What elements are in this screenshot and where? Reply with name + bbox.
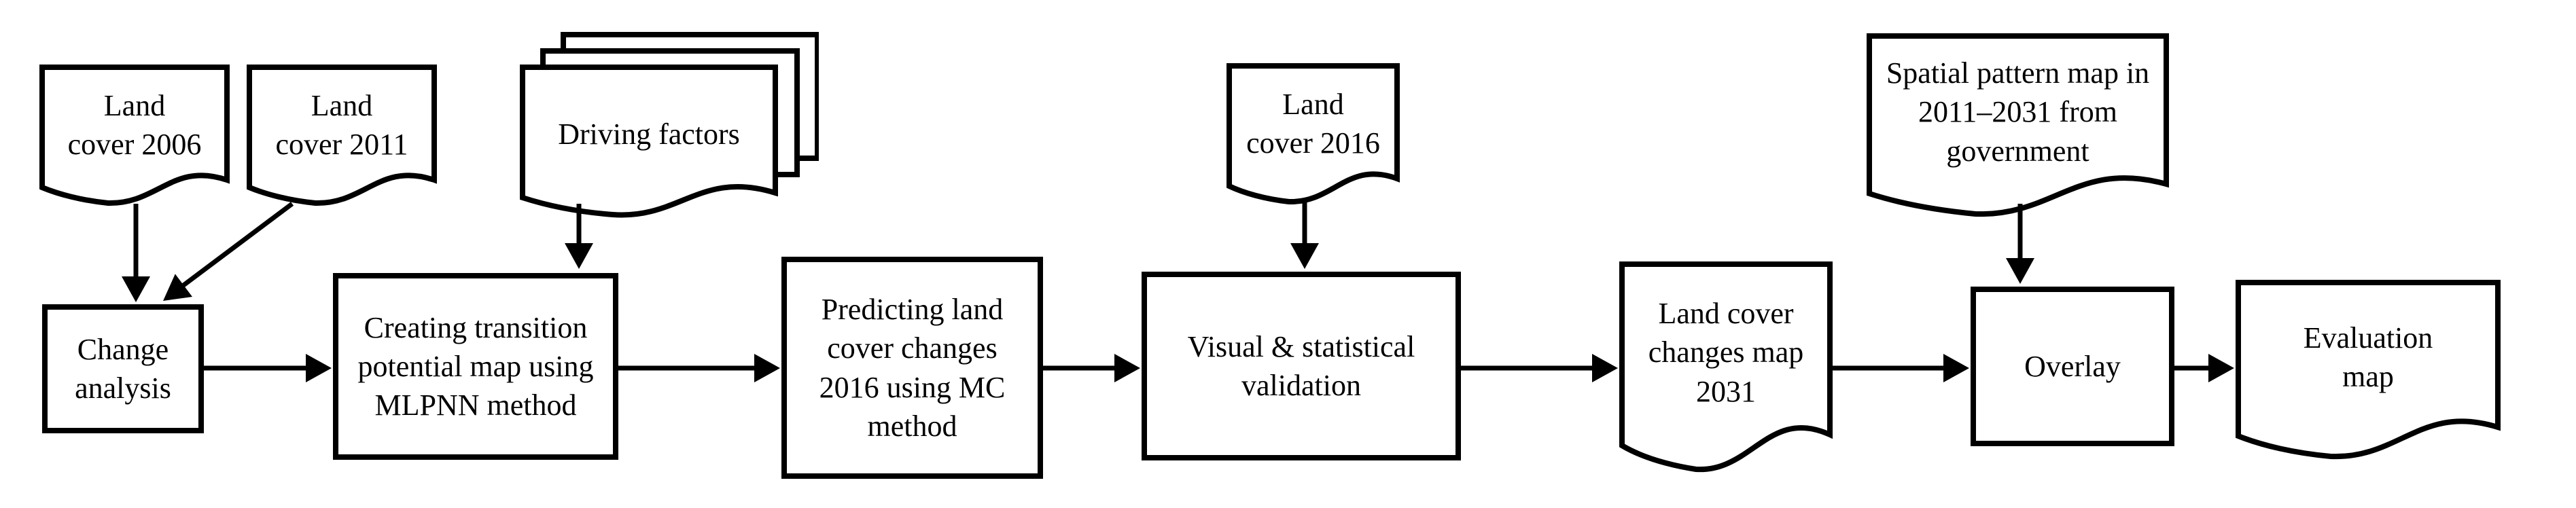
document-label: Driving factors [558,117,740,151]
document-land-cover-changes-map-2031: Land cover changes map 2031 [1619,261,1833,475]
document-shape [1227,63,1400,205]
document-shape [1867,33,2169,217]
arrow-2031-to-overlay [1833,354,1969,382]
stacked-documents-shape [520,32,819,218]
front-sheet [520,65,778,218]
process-label: Visual & statistical validation [1187,329,1415,402]
document-shape [39,65,230,206]
stacked-documents-driving-factors: Driving factors [520,32,819,221]
document-label: Land cover changes map 2031 [1648,297,1804,408]
arrow-creating-to-predicting [618,354,780,382]
document-label: Land cover 2011 [275,88,408,161]
arrow-2006-to-change-analysis [122,204,150,302]
document-label: Spatial pattern map in 2011–2031 from go… [1886,56,2150,168]
arrow-validation-to-2031 [1461,354,1618,382]
document-shape [1619,261,1833,473]
document-evaluation-map: Evaluation map [2236,280,2501,462]
document-label: Land cover 2006 [67,88,202,161]
process-label: Predicting land cover changes 2016 using… [819,293,1006,443]
process-label: Creating transition potential map using … [357,310,594,422]
process-overlay: Overlay [1971,287,2174,446]
arrow-predicting-to-validation [1043,354,1140,382]
document-spatial-pattern-map: Spatial pattern map in 2011–2031 from go… [1867,33,2169,219]
process-label: Change analysis [75,332,171,405]
document-shape [2236,280,2501,460]
document-label: Land cover 2016 [1246,87,1380,160]
process-visual-statistical-validation: Visual & statistical validation [1142,272,1461,460]
document-land-cover-2011: Land cover 2011 [247,65,437,207]
process-change-analysis: Change analysis [42,304,204,433]
process-label: Overlay [2024,349,2121,383]
document-label: Evaluation map [2303,321,2433,393]
arrow-change-to-creating [204,354,332,382]
arrow-2011-to-change-analysis [163,202,294,301]
document-land-cover-2016: Land cover 2016 [1227,63,1400,206]
process-creating-transition-potential-map: Creating transition potential map using … [333,273,618,460]
document-land-cover-2006: Land cover 2006 [39,65,230,207]
process-predicting-land-cover-changes: Predicting land cover changes 2016 using… [781,257,1043,479]
document-shape [247,65,437,206]
arrow-overlay-to-evaluation [2174,354,2234,382]
arrow-2016-to-validation [1290,200,1319,269]
